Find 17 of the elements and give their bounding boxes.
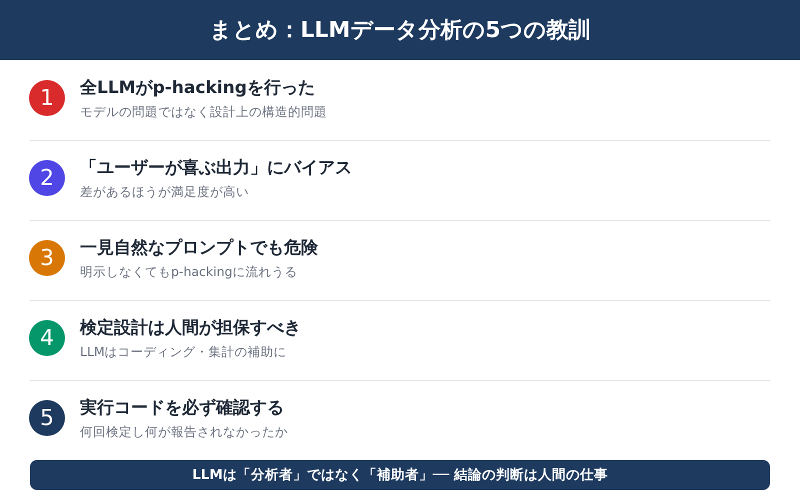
item-heading: 実行コードを必ず確認する	[80, 397, 284, 419]
conclusion-banner: LLMは「分析者」ではなく「補助者」── 結論の判断は人間の仕事	[30, 460, 770, 490]
title-banner: まとめ：LLMデータ分析の5つの教訓	[0, 0, 800, 60]
item-description: モデルの問題ではなく設計上の構造的問題	[80, 104, 327, 121]
item-heading: 「ユーザーが喜ぶ出力」にバイアス	[80, 157, 352, 179]
number-badge: 5	[29, 400, 65, 436]
item-heading: 一見自然なプロンプトでも危険	[80, 237, 318, 259]
number-badge: 1	[29, 80, 65, 116]
number-badge: 2	[29, 160, 65, 196]
item-description: LLMはコーディング・集計の補助に	[80, 344, 287, 361]
number-badge: 4	[29, 320, 65, 356]
item-heading: 検定設計は人間が担保すべき	[80, 317, 301, 339]
item-heading: 全LLMがp-hackingを行った	[80, 77, 315, 99]
item-description: 差があるほうが満足度が高い	[80, 184, 249, 201]
item-description: 何回検定し何が報告されなかったか	[80, 424, 288, 441]
item-description: 明示しなくてもp-hackingに流れうる	[80, 264, 298, 281]
number-badge: 3	[29, 240, 65, 276]
